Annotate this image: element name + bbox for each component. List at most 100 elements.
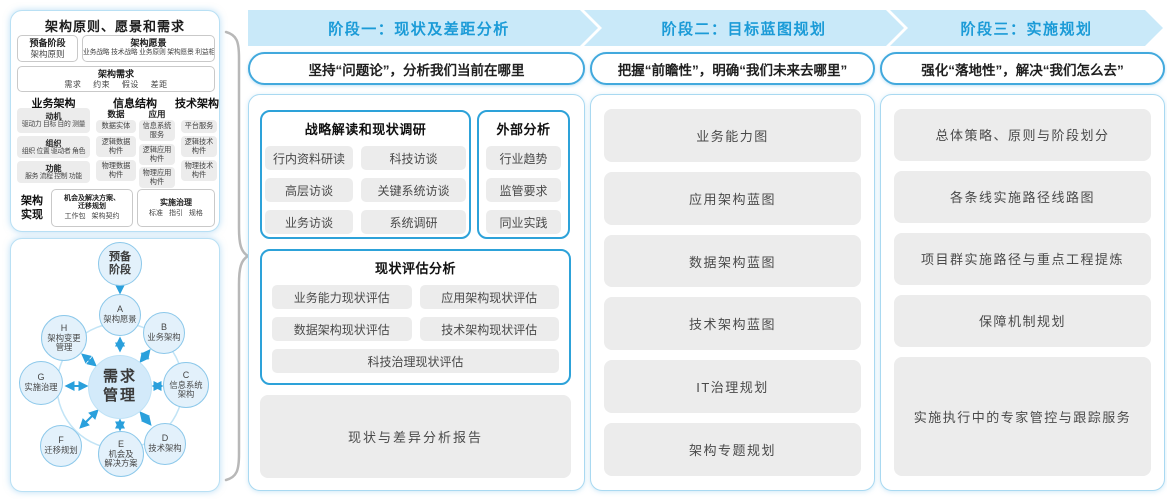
item-box: 高层访谈 xyxy=(265,178,353,202)
opportunities-migration-box: 机会及解决方案、 迁移规划 工作包 架构契约 xyxy=(51,189,133,227)
item-box: 系统调研 xyxy=(361,210,466,234)
bidirectional-arrow-icon xyxy=(139,349,151,363)
group-items: 驱动力 目标 目的 测量 xyxy=(21,121,86,129)
item-box: 保障机制规划 xyxy=(894,294,1151,347)
item-box: 科技治理现状评估 xyxy=(272,349,559,373)
logical-data-component-box: 逻辑数据 构件 xyxy=(96,136,136,157)
node-letter: H xyxy=(60,322,68,333)
adm-node-c: C 信息系统 架构 xyxy=(163,362,209,408)
item-box: 数据架构蓝图 xyxy=(604,234,861,288)
survey-title: 战略解读和现状调研 xyxy=(304,122,427,137)
adm-cycle-panel: 预备 阶段 需求 管理 A 架构愿景 B 业务架构 C 信息系统 架构 D 技术… xyxy=(10,238,220,492)
group-items: 组织 位置 驱动者 角色 xyxy=(21,147,86,155)
group-title: 动机 xyxy=(45,112,62,121)
prep-stage-box: 预备阶段 架构原则 xyxy=(17,35,78,62)
phase3-content-panel: 总体策略、原则与阶段划分 各条线实施路径线路图 项目群实施路径与重点工程提炼 保… xyxy=(880,94,1165,491)
phase2-subtitle: 把握“前瞻性”，明确“我们未来去哪里” xyxy=(590,52,875,85)
survey-box: 战略解读和现状调研 行内资料研读 科技访谈 高层访谈 关键系统访谈 业务访谈 系… xyxy=(260,110,471,239)
item-box: 行内资料研读 xyxy=(265,146,353,170)
node-name: 机会及 解决方案 xyxy=(104,448,138,468)
group-title: 功能 xyxy=(45,163,62,173)
physical-technology-component-box: 物理技术 构件 xyxy=(181,160,217,181)
item-box: 监管要求 xyxy=(486,178,561,202)
group-items: 服务 流程 控制 功能 xyxy=(25,172,82,180)
assessment-box: 现状评估分析 业务能力现状评估 应用架构现状评估 数据架构现状评估 技术架构现状… xyxy=(260,249,571,385)
physical-application-component-box: 物理应用 构件 xyxy=(139,167,175,188)
adm-node-b: B 业务架构 xyxy=(143,312,185,354)
item-box: 业务能力现状评估 xyxy=(272,285,412,309)
node-name: 信息系统 架构 xyxy=(169,379,203,399)
node-letter: A xyxy=(116,304,123,315)
function-box: 功能 服务 流程 控制 功能 xyxy=(17,161,90,183)
item-box: 应用架构蓝图 xyxy=(604,171,861,225)
phase2-items: 业务能力图 应用架构蓝图 数据架构蓝图 技术架构蓝图 IT治理规划 架构专题规划 xyxy=(604,109,861,476)
item-box: 架构专题规划 xyxy=(604,423,861,476)
architecture-principles-label: 架构原则 xyxy=(30,48,65,59)
box-title: 机会及解决方案、 迁移规划 xyxy=(64,194,120,211)
motivation-box: 动机 驱动力 目标 目的 测量 xyxy=(17,108,90,133)
phase3-items: 总体策略、原则与阶段划分 各条线实施路径线路图 项目群实施路径与重点工程提炼 保… xyxy=(894,109,1151,476)
phase2-band: 阶段二：目标蓝图规划 xyxy=(584,10,904,46)
adm-node-d: D 技术架构 xyxy=(144,423,186,465)
node-name: 业务架构 xyxy=(147,332,181,343)
item-box: 项目群实施路径与重点工程提炼 xyxy=(894,232,1151,285)
requirements-title: 架构需求 xyxy=(97,69,134,79)
node-name: 迁移规划 xyxy=(44,445,78,456)
implementation-governance-box: 实施治理 标准 指引 规格 xyxy=(137,189,215,227)
organization-box: 组织 组织 位置 驱动者 角色 xyxy=(17,136,90,158)
technical-architecture-header: 技术架构 xyxy=(175,98,219,110)
architecture-requirements-box: 架构需求 需求 约束 假设 差距 xyxy=(17,66,215,92)
group-title: 组织 xyxy=(45,138,62,148)
item-box: 应用架构现状评估 xyxy=(419,285,559,309)
adm-node-g: G 实施治理 xyxy=(19,361,63,405)
node-name: 架构变更 管理 xyxy=(47,332,81,352)
node-letter: F xyxy=(58,435,64,446)
external-analysis-box: 外部分析 行业趋势 监管要求 同业实践 xyxy=(477,110,570,239)
item-box: 同业实践 xyxy=(486,210,561,234)
phase1-band: 阶段一：现状及差距分析 xyxy=(248,10,598,46)
item-box: 行业趋势 xyxy=(486,146,561,170)
item-box: 关键系统访谈 xyxy=(361,178,466,202)
data-entity-box: 数据实体 xyxy=(96,120,136,133)
requirements-items: 需求 约束 假设 差距 xyxy=(64,79,168,89)
vision-title: 架构愿景 xyxy=(130,38,167,48)
gap-analysis-report-box: 现状与差异分析报告 xyxy=(260,395,571,478)
external-analysis-title: 外部分析 xyxy=(496,122,551,137)
node-letter: D xyxy=(161,433,169,444)
survey-items: 行内资料研读 科技访谈 高层访谈 关键系统访谈 业务访谈 系统调研 xyxy=(262,146,469,234)
information-system-service-box: 信息系统 服务 xyxy=(139,120,175,141)
logical-technology-component-box: 逻辑技术 构件 xyxy=(181,136,217,157)
bidirectional-arrow-icon xyxy=(139,411,152,426)
item-box: 总体策略、原则与阶段划分 xyxy=(894,109,1151,161)
phase1-content-panel: 战略解读和现状调研 行内资料研读 科技访谈 高层访谈 关键系统访谈 业务访谈 系… xyxy=(248,94,585,491)
box-title: 实施治理 xyxy=(160,198,192,208)
phase1-subtitle: 坚持“问题论”，分析我们当前在哪里 xyxy=(248,52,585,85)
node-letter: G xyxy=(37,372,45,383)
item-box: 业务能力图 xyxy=(604,109,861,162)
adm-node-f: F 迁移规划 xyxy=(40,425,82,467)
item-box: 实施执行中的专家管控与跟踪服务 xyxy=(894,356,1151,476)
node-letter: E xyxy=(117,438,124,449)
phase3-subtitle: 强化“落地性”，解决“我们怎么去” xyxy=(880,52,1165,85)
item-box: IT治理规划 xyxy=(604,360,861,414)
box-items: 工作包 架构契约 xyxy=(64,213,120,221)
item-box: 科技访谈 xyxy=(361,146,466,170)
item-box: 数据架构现状评估 xyxy=(272,317,412,341)
assessment-title: 现状评估分析 xyxy=(374,261,456,276)
node-name: 实施治理 xyxy=(24,382,58,393)
application-subheader: 应用 xyxy=(148,109,166,119)
phase3-band: 阶段三：实施规划 xyxy=(890,10,1163,46)
prep-stage-label: 预备阶段 xyxy=(29,38,66,48)
architecture-vision-box: 架构愿景 业务战略 技术战略 业务原则 架构愿景 利益相关者 xyxy=(82,35,215,62)
bidirectional-arrow-icon xyxy=(81,353,97,367)
information-structure-header: 信息结构 xyxy=(113,98,157,110)
node-name: 架构愿景 xyxy=(103,314,137,325)
framework-panel-title: 架构原则、愿景和需求 xyxy=(44,19,185,34)
phase2-content-panel: 业务能力图 应用架构蓝图 数据架构蓝图 技术架构蓝图 IT治理规划 架构专题规划 xyxy=(590,94,875,491)
logical-application-component-box: 逻辑应用 构件 xyxy=(139,144,175,165)
node-letter: B xyxy=(160,322,167,333)
adm-node-a: A 架构愿景 xyxy=(99,294,141,336)
adm-node-e: E 机会及 解决方案 xyxy=(98,431,144,477)
adm-prep-phase-circle: 预备 阶段 xyxy=(98,242,142,286)
bidirectional-arrow-icon xyxy=(79,409,99,429)
